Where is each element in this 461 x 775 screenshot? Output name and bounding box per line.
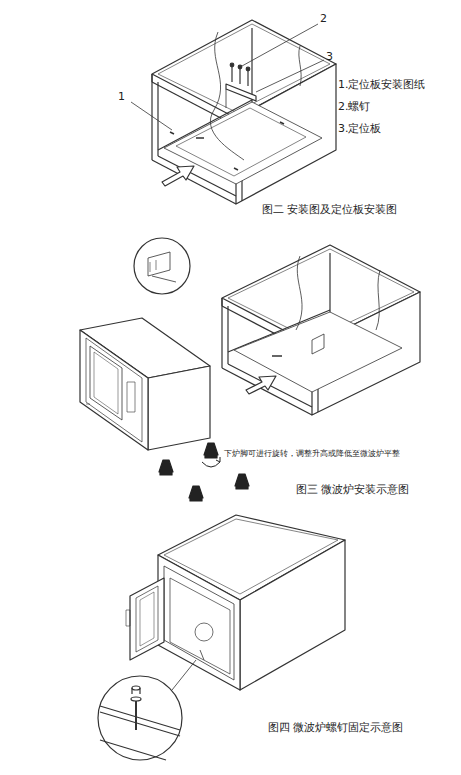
screw-detail-fig4 — [98, 660, 196, 760]
legend-entry: 3.定位板 — [338, 122, 382, 135]
figure-caption: 图四 微波炉螺钉固定示意图 — [268, 721, 404, 734]
cabinet-fig2 — [131, 20, 336, 204]
microwave-fig3 — [80, 318, 276, 450]
foot-note: 下炉脚可进行旋转，调整升高或降低至微波炉平整 — [224, 449, 400, 459]
callout-number: 3 — [326, 50, 333, 63]
figure-caption: 图三 微波炉安装示意图 — [296, 483, 410, 496]
figure-caption: 图二 安装图及定位板安装图 — [262, 203, 398, 216]
callout-number: 1 — [118, 90, 125, 103]
cabinet-fig4 — [158, 515, 345, 690]
legend-entry: 1.定位板安装图纸 — [338, 78, 426, 91]
detail-circle-fig3 — [134, 238, 190, 294]
callout-number: 2 — [320, 12, 327, 25]
open-door-fig4 — [126, 578, 164, 660]
legend-entry: 2.螺钉 — [338, 100, 371, 113]
cabinet-fig3 — [222, 245, 420, 415]
